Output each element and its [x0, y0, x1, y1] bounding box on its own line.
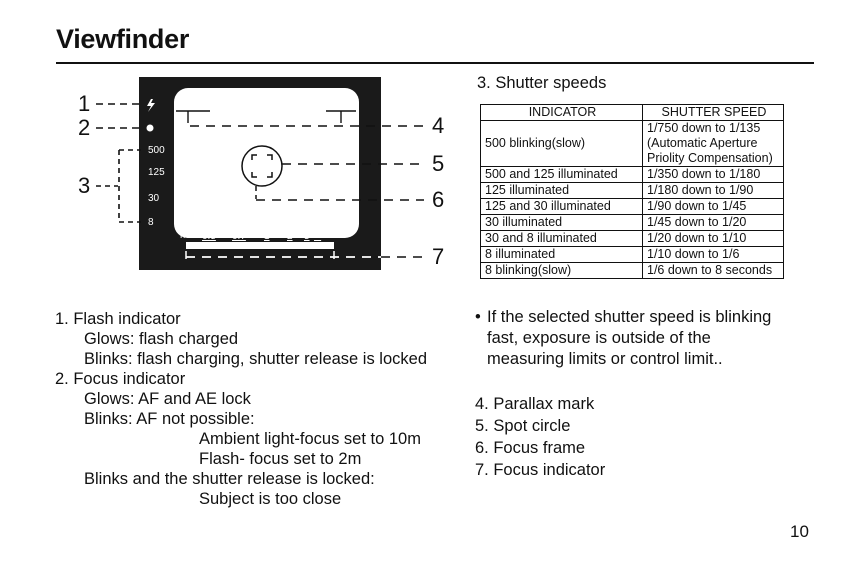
- focus-indicator-bar: [186, 242, 334, 249]
- indicator-cell: 8 blinking(slow): [480, 262, 643, 279]
- item2-title: 2. Focus indicator: [55, 370, 186, 388]
- callout-6: 6: [432, 187, 445, 212]
- item1-title: 1. Flash indicator: [55, 310, 181, 328]
- indicator-cell: 30 and 8 illuminated: [480, 230, 643, 247]
- led-500: 500: [148, 145, 165, 156]
- table-row: 8 illuminated 1/10 down to 1/6: [480, 246, 784, 263]
- speed-cell: 1/180 down to 1/90: [642, 182, 784, 199]
- speed-line: Priolity Compensation): [647, 151, 773, 165]
- item2-blinks: Blinks: AF not possible:: [84, 410, 255, 428]
- callout-5: 5: [432, 151, 445, 176]
- scale-mark-2: 2: [287, 231, 293, 242]
- table-row: 8 blinking(slow) 1/6 down to 8 seconds: [480, 262, 784, 279]
- speed-cell: 1/20 down to 1/10: [642, 230, 784, 247]
- scale-mark-5: 5: [304, 231, 310, 242]
- col-indicator: INDICATOR: [480, 104, 643, 121]
- table-header-row: INDICATOR SHUTTER SPEED: [480, 104, 784, 121]
- callout-1: 1: [78, 91, 91, 116]
- callout-4: 4: [432, 113, 445, 138]
- speed-cell: 1/350 down to 1/180: [642, 166, 784, 183]
- indicator-cell: 125 and 30 illuminated: [480, 198, 643, 215]
- led-125: 125: [148, 167, 165, 178]
- shutter-speed-table: INDICATOR SHUTTER SPEED 500 blinking(slo…: [480, 104, 784, 279]
- led-30: 30: [148, 193, 160, 204]
- bullet-icon: •: [475, 308, 481, 326]
- led-8: 8: [148, 217, 154, 228]
- item2-flash: Flash- focus set to 2m: [199, 450, 362, 468]
- table-row: 30 illuminated 1/45 down to 1/20: [480, 214, 784, 231]
- title-divider: [56, 62, 814, 64]
- indicator-cell: 125 illuminated: [480, 182, 643, 199]
- col-shutter-speed: SHUTTER SPEED: [642, 104, 784, 121]
- focus-frame: [251, 154, 273, 178]
- speed-cell: 1/45 down to 1/20: [642, 214, 784, 231]
- flash-icon: [147, 99, 155, 112]
- speed-line: 1/750 down to 1/135: [647, 121, 761, 135]
- table-row: 500 and 125 illuminated 1/350 down to 1/…: [480, 166, 784, 183]
- table-row: 500 blinking(slow) 1/750 down to 1/135 (…: [480, 120, 784, 167]
- speed-cell: 1/750 down to 1/135 (Automatic Aperture …: [642, 120, 784, 167]
- list-item: 4. Parallax mark: [475, 395, 595, 413]
- blinking-note: • If the selected shutter speed is blink…: [475, 307, 805, 370]
- indicator-cell: 500 and 125 illuminated: [480, 166, 643, 183]
- spot-circle: [241, 145, 283, 187]
- indicator-cell: 500 blinking(slow): [480, 120, 643, 167]
- item2-ambient: Ambient light-focus set to 10m: [199, 430, 421, 448]
- list-item: 7. Focus indicator: [475, 461, 606, 479]
- note-line: fast, exposure is outside of the: [487, 329, 711, 347]
- item2-close: Subject is too close: [199, 490, 342, 508]
- note-line: measuring limits or control limit..: [487, 350, 723, 368]
- scale-mark-1: 1: [264, 231, 270, 242]
- speed-cell: 1/6 down to 8 seconds: [642, 262, 784, 279]
- table-row: 125 illuminated 1/180 down to 1/90: [480, 182, 784, 199]
- page-title: Viewfinder: [56, 24, 190, 54]
- page-number: 10: [790, 522, 809, 541]
- indicator-cell: 8 illuminated: [480, 246, 643, 263]
- scale-mark-0.7: 0.7: [232, 231, 246, 242]
- note-line: If the selected shutter speed is blinkin…: [487, 308, 772, 326]
- item2-blinks-locked: Blinks and the shutter release is locked…: [84, 470, 375, 488]
- table-row: 125 and 30 illuminated 1/90 down to 1/45: [480, 198, 784, 215]
- indicator-descriptions: 1. Flash indicator Glows: flash charged …: [55, 309, 455, 509]
- item1-glows: Glows: flash charged: [84, 330, 239, 348]
- distance-unit: m: [180, 230, 189, 241]
- focus-dot-icon: [146, 124, 154, 132]
- item1-blinks: Blinks: flash charging, shutter release …: [84, 350, 428, 368]
- callout-3: 3: [78, 173, 91, 198]
- scale-mark-0.5: 0.5: [202, 231, 216, 242]
- scale-mark-infinity: ∞: [314, 231, 322, 242]
- list-item: 5. Spot circle: [475, 417, 571, 435]
- item2-glows: Glows: AF and AE lock: [84, 390, 251, 408]
- shutter-speeds-heading: 3. Shutter speeds: [477, 74, 607, 92]
- table-row: 30 and 8 illuminated 1/20 down to 1/10: [480, 230, 784, 247]
- callout-7: 7: [432, 244, 445, 269]
- speed-cell: 1/10 down to 1/6: [642, 246, 784, 263]
- indicator-cell: 30 illuminated: [480, 214, 643, 231]
- marks-list: 4. Parallax mark 5. Spot circle 6. Focus…: [475, 393, 605, 481]
- speed-line: (Automatic Aperture: [647, 136, 758, 150]
- callout-2: 2: [78, 115, 91, 140]
- speed-cell: 1/90 down to 1/45: [642, 198, 784, 215]
- list-item: 6. Focus frame: [475, 439, 586, 457]
- parallax-mark: [176, 110, 356, 123]
